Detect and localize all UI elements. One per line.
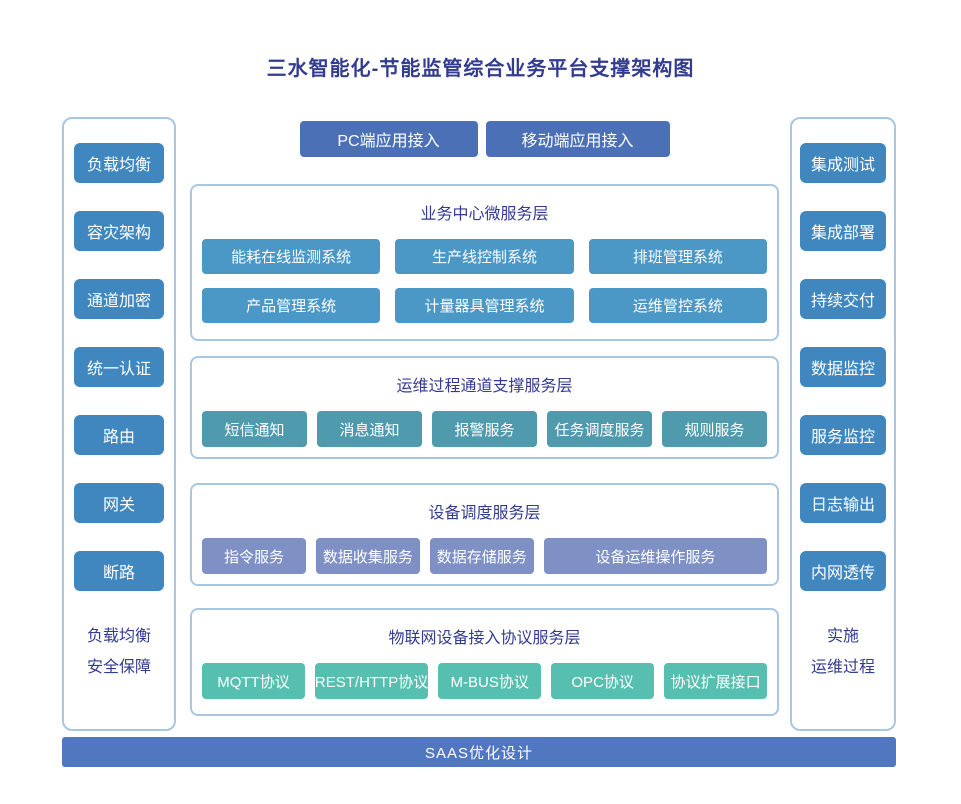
left-panel-button-7[interactable]: 断路 <box>74 551 164 591</box>
layer-2-body: 短信通知消息通知报警服务任务调度服务规则服务 <box>202 411 767 447</box>
left-panel-button-3[interactable]: 通道加密 <box>74 279 164 319</box>
left-panel: 负载均衡容灾架构通道加密统一认证路由网关断路 负载均衡 安全保障 <box>62 117 176 731</box>
layer-4-title: 物联网设备接入协议服务层 <box>388 630 581 647</box>
page-title: 三水智能化-节能监管综合业务平台支撑架构图 <box>266 58 695 80</box>
layer-1-button-1[interactable]: 能耗在线监测系统 <box>202 239 381 274</box>
layer-3-button-1[interactable]: 指令服务 <box>202 538 306 574</box>
left-panel-button-1[interactable]: 负载均衡 <box>74 143 164 183</box>
layer-2-title: 运维过程通道支撑服务层 <box>396 378 573 395</box>
layer-3-body: 指令服务数据收集服务数据存储服务设备运维操作服务 <box>202 538 768 574</box>
layer-1-button-4[interactable]: 产品管理系统 <box>202 288 381 323</box>
left-panel-footer: 负载均衡 安全保障 <box>87 621 151 683</box>
saas-footer-bar: SAAS优化设计 <box>62 737 896 767</box>
layer-4-button-1[interactable]: MQTT协议 <box>202 663 305 699</box>
layer-4-button-5[interactable]: 协议扩展接口 <box>664 663 768 699</box>
layer-3-button-2[interactable]: 数据收集服务 <box>315 538 420 574</box>
layer-2-button-1[interactable]: 短信通知 <box>202 411 307 447</box>
left-panel-button-2[interactable]: 容灾架构 <box>74 211 164 251</box>
layer-1-button-5[interactable]: 计量器具管理系统 <box>395 288 574 323</box>
left-footer-line-2: 安全保障 <box>86 659 151 677</box>
access-button-2[interactable]: 移动端应用接入 <box>485 121 670 157</box>
right-footer-line-2: 运维过程 <box>810 659 875 677</box>
right-panel-items: 集成测试集成部署持续交付数据监控服务监控日志输出内网透传 <box>800 143 886 591</box>
layer-business-microservices: 业务中心微服务层 能耗在线监测系统生产线控制系统排班管理系统产品管理系统计量器具… <box>190 184 779 341</box>
layer-1-row-1: 能耗在线监测系统生产线控制系统排班管理系统 <box>202 239 767 274</box>
layer-device-scheduling: 设备调度服务层 指令服务数据收集服务数据存储服务设备运维操作服务 <box>190 483 779 586</box>
layer-1-button-3[interactable]: 排班管理系统 <box>588 239 767 274</box>
left-panel-button-5[interactable]: 路由 <box>74 415 164 455</box>
left-panel-items: 负载均衡容灾架构通道加密统一认证路由网关断路 <box>74 143 164 591</box>
right-panel-button-2[interactable]: 集成部署 <box>800 211 886 251</box>
layer-1-body: 能耗在线监测系统生产线控制系统排班管理系统产品管理系统计量器具管理系统运维管控系… <box>202 239 767 323</box>
layer-2-button-2[interactable]: 消息通知 <box>317 411 422 447</box>
layer-4-button-2[interactable]: REST/HTTP协议 <box>314 663 429 699</box>
layer-4-button-3[interactable]: M-BUS协议 <box>438 663 542 699</box>
left-panel-button-4[interactable]: 统一认证 <box>74 347 164 387</box>
right-panel-footer: 实施 运维过程 <box>811 621 875 683</box>
right-panel: 集成测试集成部署持续交付数据监控服务监控日志输出内网透传 实施 运维过程 <box>790 117 896 731</box>
layer-1-row-2: 产品管理系统计量器具管理系统运维管控系统 <box>202 288 767 323</box>
left-footer-line-1: 负载均衡 <box>86 628 151 645</box>
layer-1-button-2[interactable]: 生产线控制系统 <box>395 239 574 274</box>
access-button-1[interactable]: PC端应用接入 <box>299 121 478 157</box>
layer-1-button-6[interactable]: 运维管控系统 <box>588 288 767 323</box>
right-panel-button-6[interactable]: 日志输出 <box>800 483 886 523</box>
right-panel-button-7[interactable]: 内网透传 <box>800 551 886 591</box>
right-panel-button-5[interactable]: 服务监控 <box>800 415 886 455</box>
layer-2-button-5[interactable]: 规则服务 <box>662 411 767 447</box>
right-panel-button-1[interactable]: 集成测试 <box>800 143 886 183</box>
layer-ops-channel-support: 运维过程通道支撑服务层 短信通知消息通知报警服务任务调度服务规则服务 <box>190 356 779 459</box>
layer-3-button-3[interactable]: 数据存储服务 <box>429 538 534 574</box>
access-button-row: PC端应用接入移动端应用接入 <box>190 121 779 157</box>
layer-1-title: 业务中心微服务层 <box>420 206 549 223</box>
layer-3-title: 设备调度服务层 <box>428 505 541 522</box>
right-panel-button-3[interactable]: 持续交付 <box>800 279 886 319</box>
right-panel-button-4[interactable]: 数据监控 <box>800 347 886 387</box>
layer-2-button-4[interactable]: 任务调度服务 <box>547 411 652 447</box>
left-panel-button-6[interactable]: 网关 <box>74 483 164 523</box>
layer-3-button-4[interactable]: 设备运维操作服务 <box>543 538 768 574</box>
layer-2-button-3[interactable]: 报警服务 <box>432 411 537 447</box>
layer-4-button-4[interactable]: OPC协议 <box>551 663 655 699</box>
right-footer-line-1: 实施 <box>826 628 859 645</box>
